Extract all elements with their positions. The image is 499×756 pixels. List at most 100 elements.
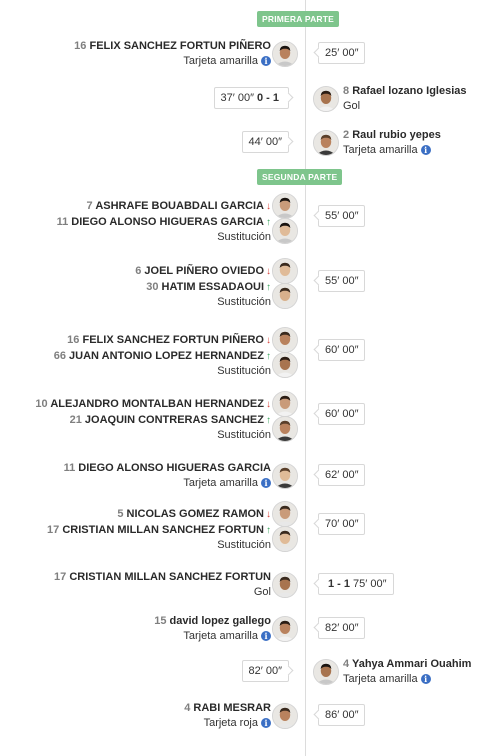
player-number: 30 (146, 281, 159, 293)
player-name[interactable]: Yahya Ammari Ouahim (351, 658, 472, 670)
player-avatar[interactable] (272, 283, 298, 309)
event-type-label: Sustitución (217, 231, 271, 243)
event-time-box: 60′ 00″ (313, 339, 366, 361)
player-avatar[interactable] (272, 327, 298, 353)
event-details: 7 ASHRAFE BOUABDALI GARCIA↓11 DIEGO ALON… (57, 198, 271, 245)
player-name[interactable]: JOEL PIÑERO OVIEDO (144, 265, 264, 277)
event-time: 37′ 00″ (220, 92, 254, 104)
event-type-label: Sustitución (217, 429, 271, 441)
info-icon[interactable]: i (261, 631, 271, 641)
player-name[interactable]: ASHRAFE BOUABDALI GARCIA (95, 200, 264, 212)
event-details: 5 NICOLAS GOMEZ RAMON↓17 CRISTIAN MILLAN… (47, 506, 271, 553)
player-line: 10 ALEJANDRO MONTALBAN HERNANDEZ↓ (35, 396, 271, 412)
player-name[interactable]: RABI MESRAR (193, 702, 271, 714)
player-number: 2 (343, 129, 350, 141)
player-name[interactable]: NICOLAS GOMEZ RAMON (126, 508, 265, 520)
player-avatar[interactable] (272, 193, 298, 219)
player-avatar[interactable] (272, 526, 298, 552)
event-time-box: 44′ 00″ (241, 131, 294, 153)
player-name[interactable]: HATIM ESSADAOUI (161, 281, 264, 293)
event-time-box: 37′ 00″0 - 1 (213, 87, 294, 109)
arrow-up-green-icon: ↑ (266, 525, 271, 536)
player-line: 66 JUAN ANTONIO LOPEZ HERNANDEZ↑ (54, 348, 271, 364)
player-name[interactable]: CRISTIAN MILLAN SANCHEZ FORTUN (69, 571, 271, 583)
event-type-label: Tarjeta roja (203, 717, 258, 729)
event-details: 6 JOEL PIÑERO OVIEDO↓30 HATIM ESSADAOUI↑… (135, 263, 271, 310)
player-line: 21 JOAQUIN CONTRERAS SANCHEZ↑ (35, 412, 271, 428)
info-icon[interactable]: i (261, 478, 271, 488)
event-type: Sustitución (57, 230, 271, 245)
player-line: 16 FELIX SANCHEZ FORTUN PIÑERO↓ (54, 332, 271, 348)
player-avatar[interactable] (313, 659, 339, 685)
arrow-down-red-icon: ↓ (266, 399, 271, 410)
player-name[interactable]: DIEGO ALONSO HIGUERAS GARCIA (71, 216, 264, 228)
player-name[interactable]: CRISTIAN MILLAN SANCHEZ FORTUN (62, 524, 264, 536)
player-avatar[interactable] (272, 41, 298, 67)
event-details: 10 ALEJANDRO MONTALBAN HERNANDEZ↓21 JOAQ… (35, 396, 271, 443)
player-avatar[interactable] (313, 130, 339, 156)
time-box-pointer (313, 469, 324, 480)
player-avatar[interactable] (272, 616, 298, 642)
event-time: 70′ 00″ (325, 518, 359, 530)
player-line: 30 HATIM ESSADAOUI↑ (135, 279, 271, 295)
event-time: 86′ 00″ (325, 709, 359, 721)
player-name[interactable]: JOAQUIN CONTRERAS SANCHEZ (84, 414, 264, 426)
player-avatar[interactable] (272, 703, 298, 729)
event-type-label: Gol (343, 100, 361, 112)
time-box-pointer (313, 518, 324, 529)
info-icon[interactable]: i (261, 718, 271, 728)
player-name[interactable]: DIEGO ALONSO HIGUERAS GARCIA (78, 462, 271, 474)
player-line: 4 Yahya Ammari Ouahim (343, 656, 471, 672)
player-avatar[interactable] (272, 501, 298, 527)
player-avatar[interactable] (272, 572, 298, 598)
player-number: 16 (74, 40, 87, 52)
event-time-box: 60′ 00″ (313, 403, 366, 425)
event-time-box: 86′ 00″ (313, 704, 366, 726)
info-icon[interactable]: i (420, 145, 431, 155)
event-time: 60′ 00″ (325, 344, 359, 356)
player-number: 7 (86, 200, 93, 212)
player-avatar[interactable] (313, 86, 339, 112)
event-time-box: 25′ 00″ (313, 42, 366, 64)
player-avatar[interactable] (272, 416, 298, 442)
event-time-box: 62′ 00″ (313, 464, 366, 486)
info-icon[interactable]: i (420, 674, 431, 684)
player-line: 8 Rafael lozano Iglesias (343, 83, 467, 99)
player-avatar[interactable] (272, 258, 298, 284)
arrow-down-red-icon: ↓ (266, 201, 271, 212)
player-number: 5 (117, 508, 124, 520)
player-line: 7 ASHRAFE BOUABDALI GARCIA↓ (57, 198, 271, 214)
player-name[interactable]: ALEJANDRO MONTALBAN HERNANDEZ (50, 398, 264, 410)
event-time: 25′ 00″ (325, 47, 359, 59)
event-score: 1 - 1 (328, 578, 351, 590)
player-name[interactable]: david lopez gallego (169, 615, 271, 627)
player-name[interactable]: FELIX SANCHEZ FORTUN PIÑERO (82, 334, 264, 346)
event-type-label: Gol (253, 586, 271, 598)
player-name[interactable]: Rafael lozano Iglesias (352, 85, 467, 97)
player-name[interactable]: Raul rubio yepes (352, 129, 441, 141)
player-number: 21 (69, 414, 82, 426)
player-number: 4 (343, 658, 350, 670)
event-type: Sustitución (54, 364, 271, 379)
player-line: 15 david lopez gallego (154, 613, 271, 629)
event-score: 0 - 1 (256, 92, 279, 104)
time-box-pointer (313, 210, 324, 221)
info-icon[interactable]: i (261, 56, 271, 66)
player-avatar[interactable] (272, 218, 298, 244)
player-number: 16 (67, 334, 80, 346)
player-number: 8 (343, 85, 350, 97)
event-time: 62′ 00″ (325, 469, 359, 481)
event-type: Sustitución (47, 538, 271, 553)
time-box-pointer (283, 665, 294, 676)
player-line: 6 JOEL PIÑERO OVIEDO↓ (135, 263, 271, 279)
player-avatar[interactable] (272, 352, 298, 378)
player-avatar[interactable] (272, 463, 298, 489)
player-line: 11 DIEGO ALONSO HIGUERAS GARCIA (64, 460, 271, 476)
event-type-label: Tarjeta amarilla (343, 673, 418, 685)
player-avatar[interactable] (272, 391, 298, 417)
player-name[interactable]: FELIX SANCHEZ FORTUN PIÑERO (89, 40, 271, 52)
player-name[interactable]: JUAN ANTONIO LOPEZ HERNANDEZ (69, 350, 264, 362)
